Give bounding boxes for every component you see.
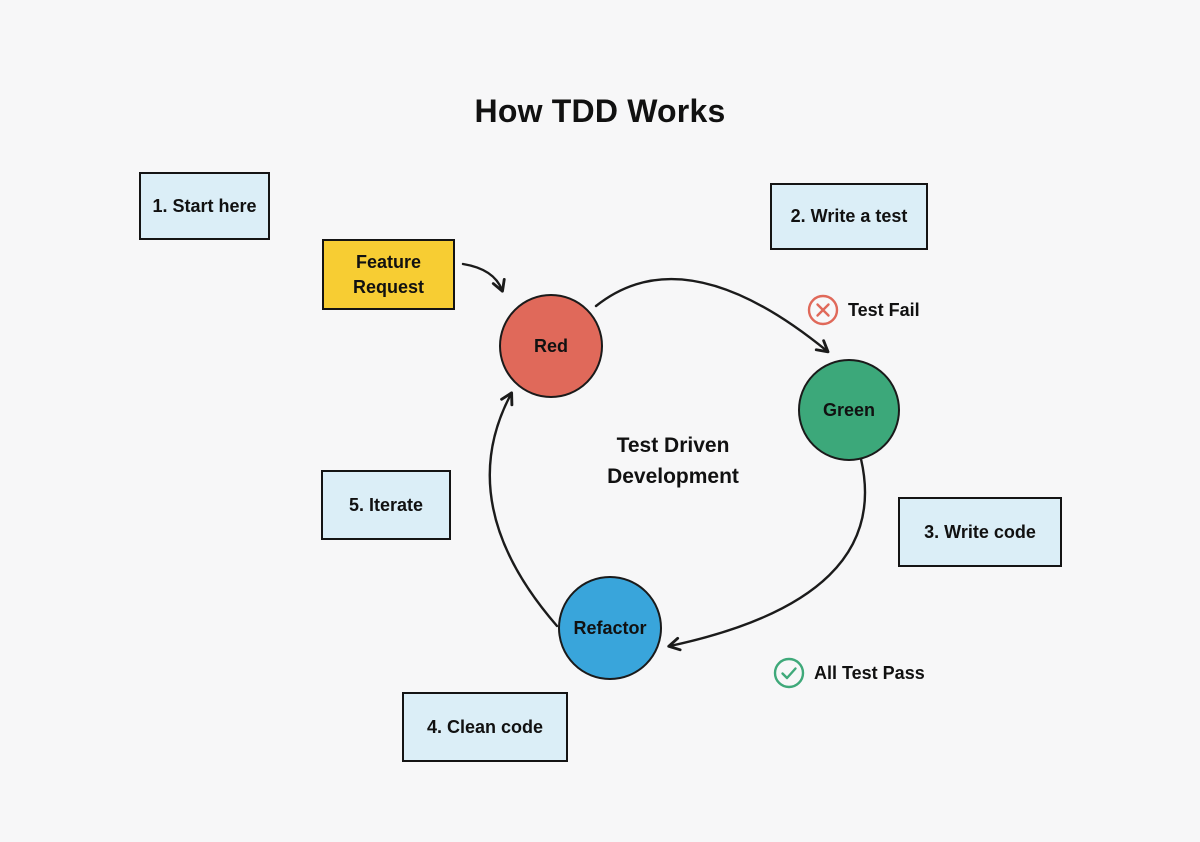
note-start-here: 1. Start here [139, 172, 270, 240]
note-start-here-label: 1. Start here [152, 195, 257, 216]
note-write-a-test-label: 2. Write a test [790, 206, 908, 226]
arrow-refactor-to-red [488, 391, 559, 628]
note-clean-code: 4. Clean code [402, 692, 568, 762]
node-green-label: Green [822, 399, 876, 420]
status-test-fail: Test Fail [807, 294, 920, 326]
note-iterate-label: 5. Iterate [348, 494, 424, 515]
status-test-fail-label: Test Fail [848, 299, 920, 320]
feature-request-box: Feature Request [322, 239, 455, 310]
node-refactor: Refactor [558, 576, 662, 680]
x-circle-icon [807, 294, 839, 326]
status-all-test-pass-label: All Test Pass [814, 662, 925, 683]
feature-request-label: Feature Request [352, 251, 424, 297]
note-iterate: 5. Iterate [321, 470, 451, 540]
note-clean-code-label: 4. Clean code [426, 716, 544, 737]
note-write-a-test: 2. Write a test [770, 183, 928, 250]
status-all-test-pass: All Test Pass [773, 657, 925, 689]
node-red-label: Red [533, 335, 568, 356]
arrow-red-to-green [594, 277, 830, 354]
arrow-feature-to-red [461, 262, 506, 293]
cycle-center-label: Test Driven Development [607, 434, 739, 488]
note-write-code: 3. Write code [898, 497, 1062, 567]
check-circle-icon [773, 657, 805, 689]
node-green: Green [798, 359, 900, 461]
page-title: How TDD Works [474, 93, 726, 129]
node-red: Red [499, 294, 603, 398]
node-refactor-label: Refactor [573, 617, 647, 638]
note-write-code-label: 3. Write code [924, 521, 1036, 542]
